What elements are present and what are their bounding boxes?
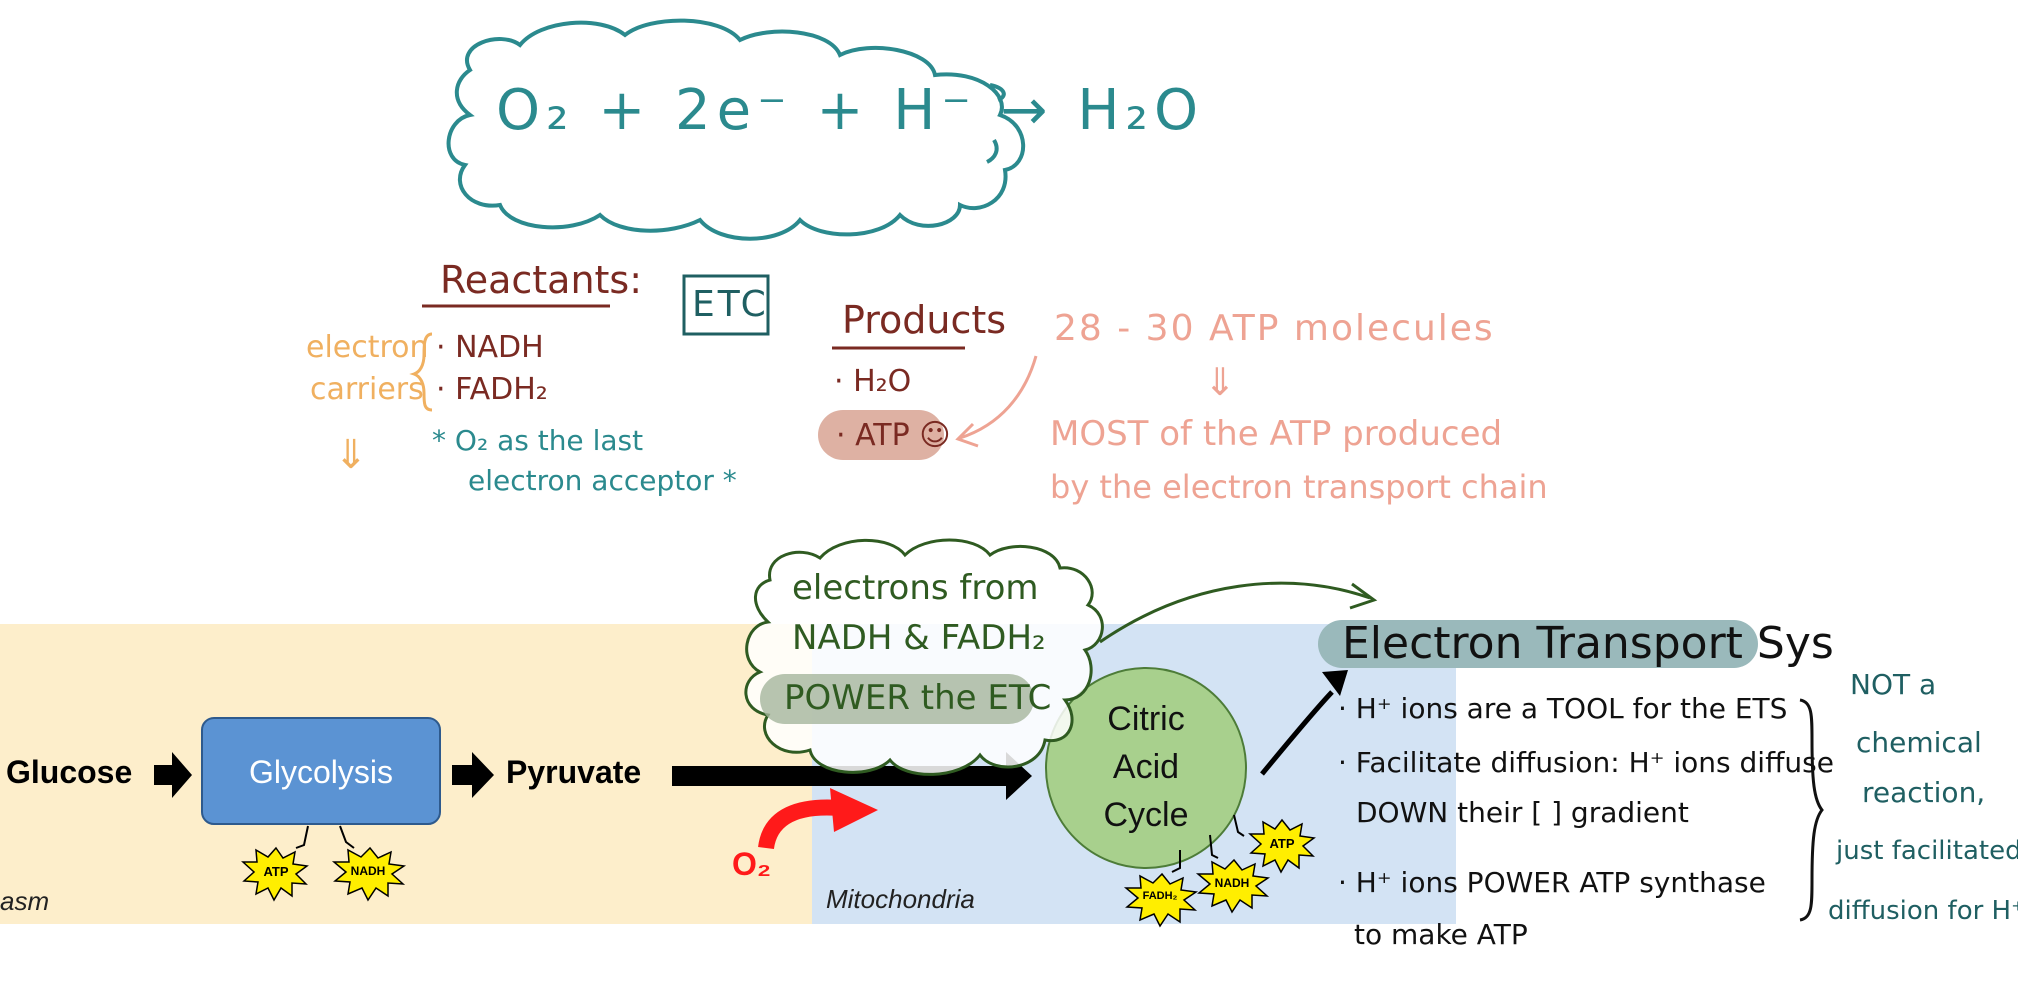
atp-product-highlight: [818, 410, 944, 460]
burst-label-nadh-1: NADH: [350, 864, 386, 878]
arrow-glycolysis-pyruvate: [452, 752, 494, 798]
side-note-line1: NOT a: [1850, 668, 1937, 701]
glycolysis-label: Glycolysis: [248, 754, 393, 790]
atp-note-arrow: [959, 355, 1038, 440]
citric-acid-circle: [1045, 667, 1247, 869]
o2-red-arrow: [758, 799, 841, 850]
citric-burst-line-1: [1233, 814, 1245, 837]
glycolysis-box: [201, 717, 441, 825]
electron-carriers-label-1: electron: [306, 330, 429, 365]
glycolysis-to-atp-line: [295, 825, 309, 849]
mitochondria-label: Mitochondria: [826, 884, 975, 914]
side-note-line5: diffusion for H⁺: [1828, 896, 2018, 926]
nadh-burst-citric: [1195, 858, 1271, 914]
etc-box: [682, 274, 770, 336]
ets-brace: [1799, 698, 1824, 922]
o2-red-arrowhead: [830, 788, 878, 832]
o2-label: O₂: [732, 846, 772, 882]
glucose-label: Glucose: [6, 754, 133, 790]
electron-carriers-label-2: carriers: [310, 372, 424, 407]
etc-box-label: ETC: [692, 284, 769, 325]
side-note-line3: reaction,: [1862, 776, 1986, 809]
reactant-item-nadh: · NADH: [436, 330, 544, 365]
cloud-note-line3: POWER the ETC: [784, 678, 1052, 718]
citric-label-line3: Cycle: [1103, 796, 1189, 834]
burst-label-fadh2: FADH₂: [1142, 890, 1178, 902]
equation-text: O₂ + 2e⁻ + H⁻ → H₂O: [496, 78, 1205, 143]
atp-note-down-arrow: ⇓: [1204, 360, 1236, 404]
reactants-note-line1: * O₂ as the last: [432, 424, 644, 457]
carriers-down-arrow: ⇓: [334, 432, 368, 478]
carriers-brace: [409, 332, 433, 412]
citric-to-ets-arrow: [1260, 690, 1334, 776]
ets-banner: [1318, 620, 1758, 668]
ets-bullet-2a: · Facilitate diffusion: H⁺ ions diffuse: [1338, 746, 1834, 779]
ets-bullet-2b: DOWN their [ ] gradient: [1356, 796, 1689, 829]
burst-label-atp-2: ATP: [1269, 836, 1295, 851]
citric-burst-line-3: [1171, 850, 1181, 873]
reactants-title: Reactants:: [440, 258, 643, 302]
glycolysis-to-nadh-line: [339, 825, 355, 849]
atp-burst-glycolysis: [241, 846, 309, 902]
products-title: Products: [842, 298, 1007, 342]
fadh2-burst-citric: [1123, 872, 1199, 928]
citric-to-ets-arrowhead: [1322, 670, 1348, 696]
atp-note-line3: by the electron transport chain: [1050, 468, 1548, 506]
ets-title: Electron Transport Sys: [1342, 618, 1834, 669]
citric-label-line2: Acid: [1112, 748, 1180, 786]
ets-bullet-3b: to make ATP: [1354, 918, 1528, 951]
cloud-to-ets-arrow: [1099, 581, 1371, 644]
arrow-glucose-glycolysis: [154, 752, 192, 798]
equation-cloud-comma: [986, 138, 999, 164]
power-etc-highlight: [760, 674, 1034, 724]
ets-bullet-3a: · H⁺ ions POWER ATP synthase: [1338, 866, 1766, 899]
arrow-pyruvate-citric: [672, 752, 1032, 800]
citric-burst-line-2: [1209, 834, 1219, 859]
atp-burst-citric: [1248, 818, 1316, 874]
atp-note-line2: MOST of the ATP produced: [1050, 414, 1503, 454]
nadh-burst-glycolysis: [331, 846, 407, 902]
reactants-note-line2: electron acceptor *: [468, 464, 737, 497]
side-note-line2: chemical: [1856, 726, 1982, 759]
ets-bullet-1: · H⁺ ions are a TOOL for the ETS: [1338, 692, 1788, 725]
pyruvate-label: Pyruvate: [506, 754, 642, 790]
burst-label-atp-1: ATP: [263, 864, 289, 879]
product-item-h2o: · H₂O: [834, 364, 912, 399]
cloud-to-ets-arrowhead: [1349, 582, 1378, 610]
burst-label-nadh-2: NADH: [1214, 876, 1250, 890]
cloud-note-line2: NADH & FADH₂: [792, 618, 1046, 658]
cloud-note-line1: electrons from: [792, 568, 1039, 608]
reactant-item-fadh2: · FADH₂: [436, 372, 548, 407]
citric-label-line1: Citric: [1107, 700, 1185, 738]
cytoplasm-label: asm: [0, 886, 50, 916]
product-item-atp: · ATP ☺: [836, 418, 951, 453]
equation-cloud: [446, 18, 1026, 241]
atp-note-line1: 28 - 30 ATP molecules: [1054, 308, 1495, 349]
equation-cloud-tail: [989, 83, 1006, 102]
side-note-line4: just facilitated: [1836, 836, 2018, 866]
atp-note-arrowhead: [955, 422, 979, 448]
